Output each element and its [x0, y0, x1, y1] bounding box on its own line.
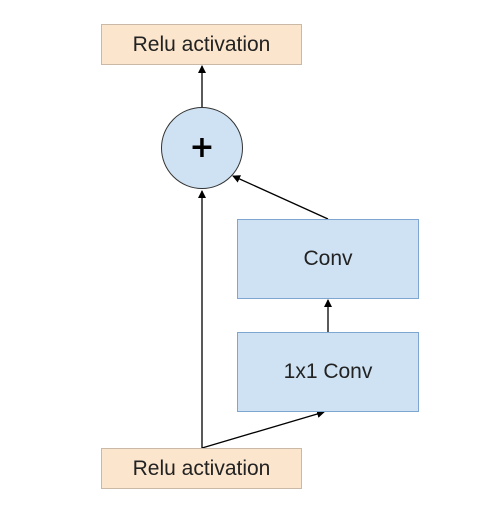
conv-1x1-label: 1x1 Conv	[283, 360, 373, 383]
relu-activation-bottom-label: Relu activation	[132, 456, 271, 480]
edge-relu-bottom-to-conv1x1	[201, 410, 325, 449]
add-node: +	[161, 107, 243, 189]
plus-icon: +	[189, 130, 215, 165]
relu-activation-top-node: Relu activation	[101, 24, 302, 65]
conv-label: Conv	[303, 247, 353, 270]
conv-node: Conv	[237, 219, 419, 299]
relu-activation-bottom-node: Relu activation	[101, 448, 302, 489]
edge-conv-to-add	[232, 175, 329, 220]
relu-activation-top-label: Relu activation	[132, 32, 271, 56]
conv-1x1-node: 1x1 Conv	[237, 332, 419, 412]
